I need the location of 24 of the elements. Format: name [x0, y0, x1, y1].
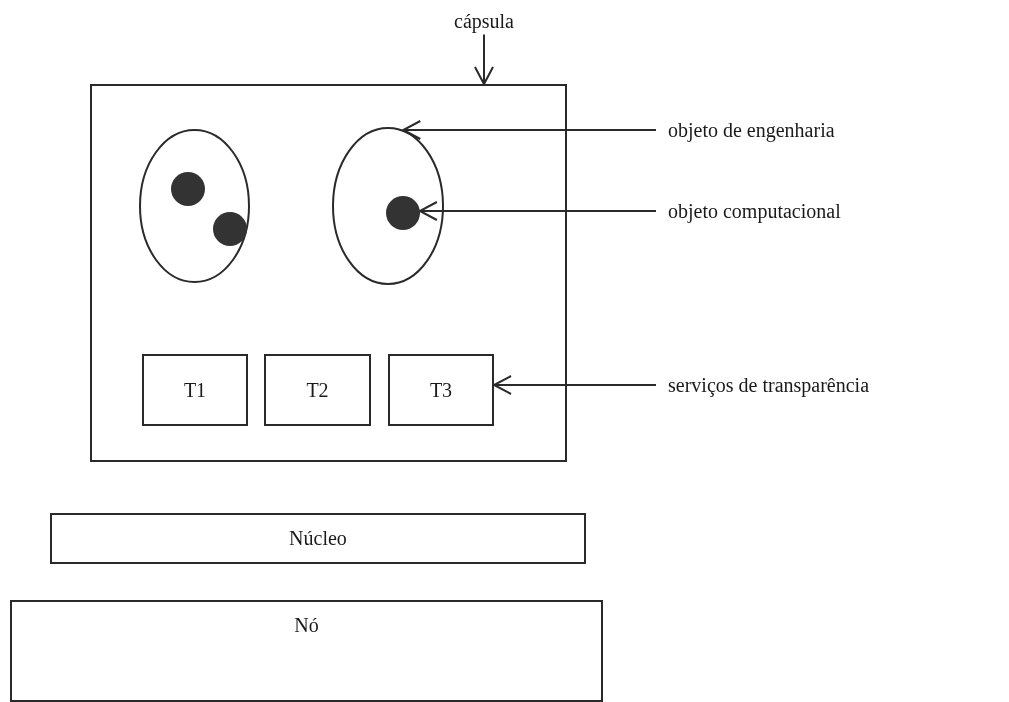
- callout-label: objeto computacional: [668, 199, 841, 223]
- callout-label: serviços de transparência: [668, 373, 869, 397]
- dot: [386, 196, 420, 230]
- service-box: [388, 354, 494, 426]
- arrow: [402, 120, 657, 140]
- callout-label: objeto de engenharia: [668, 118, 835, 142]
- arrow: [418, 201, 657, 221]
- box-label: Núcleo: [289, 527, 347, 550]
- arrow: [474, 33, 494, 85]
- box-label: T2: [306, 378, 329, 402]
- box-label: T1: [183, 378, 207, 402]
- nucleus-bar: [50, 513, 586, 564]
- ellipse: [139, 129, 250, 283]
- service-box: [142, 354, 248, 426]
- box-label: T3: [429, 378, 453, 402]
- ellipse: [332, 127, 444, 285]
- callout-label: cápsula: [454, 9, 514, 33]
- box-label: Nó: [294, 614, 319, 637]
- arrow: [493, 375, 657, 395]
- node-panel: [10, 600, 603, 702]
- dot: [213, 212, 247, 246]
- dot: [171, 172, 205, 206]
- service-box: [264, 354, 371, 426]
- capsule-box: [90, 84, 567, 462]
